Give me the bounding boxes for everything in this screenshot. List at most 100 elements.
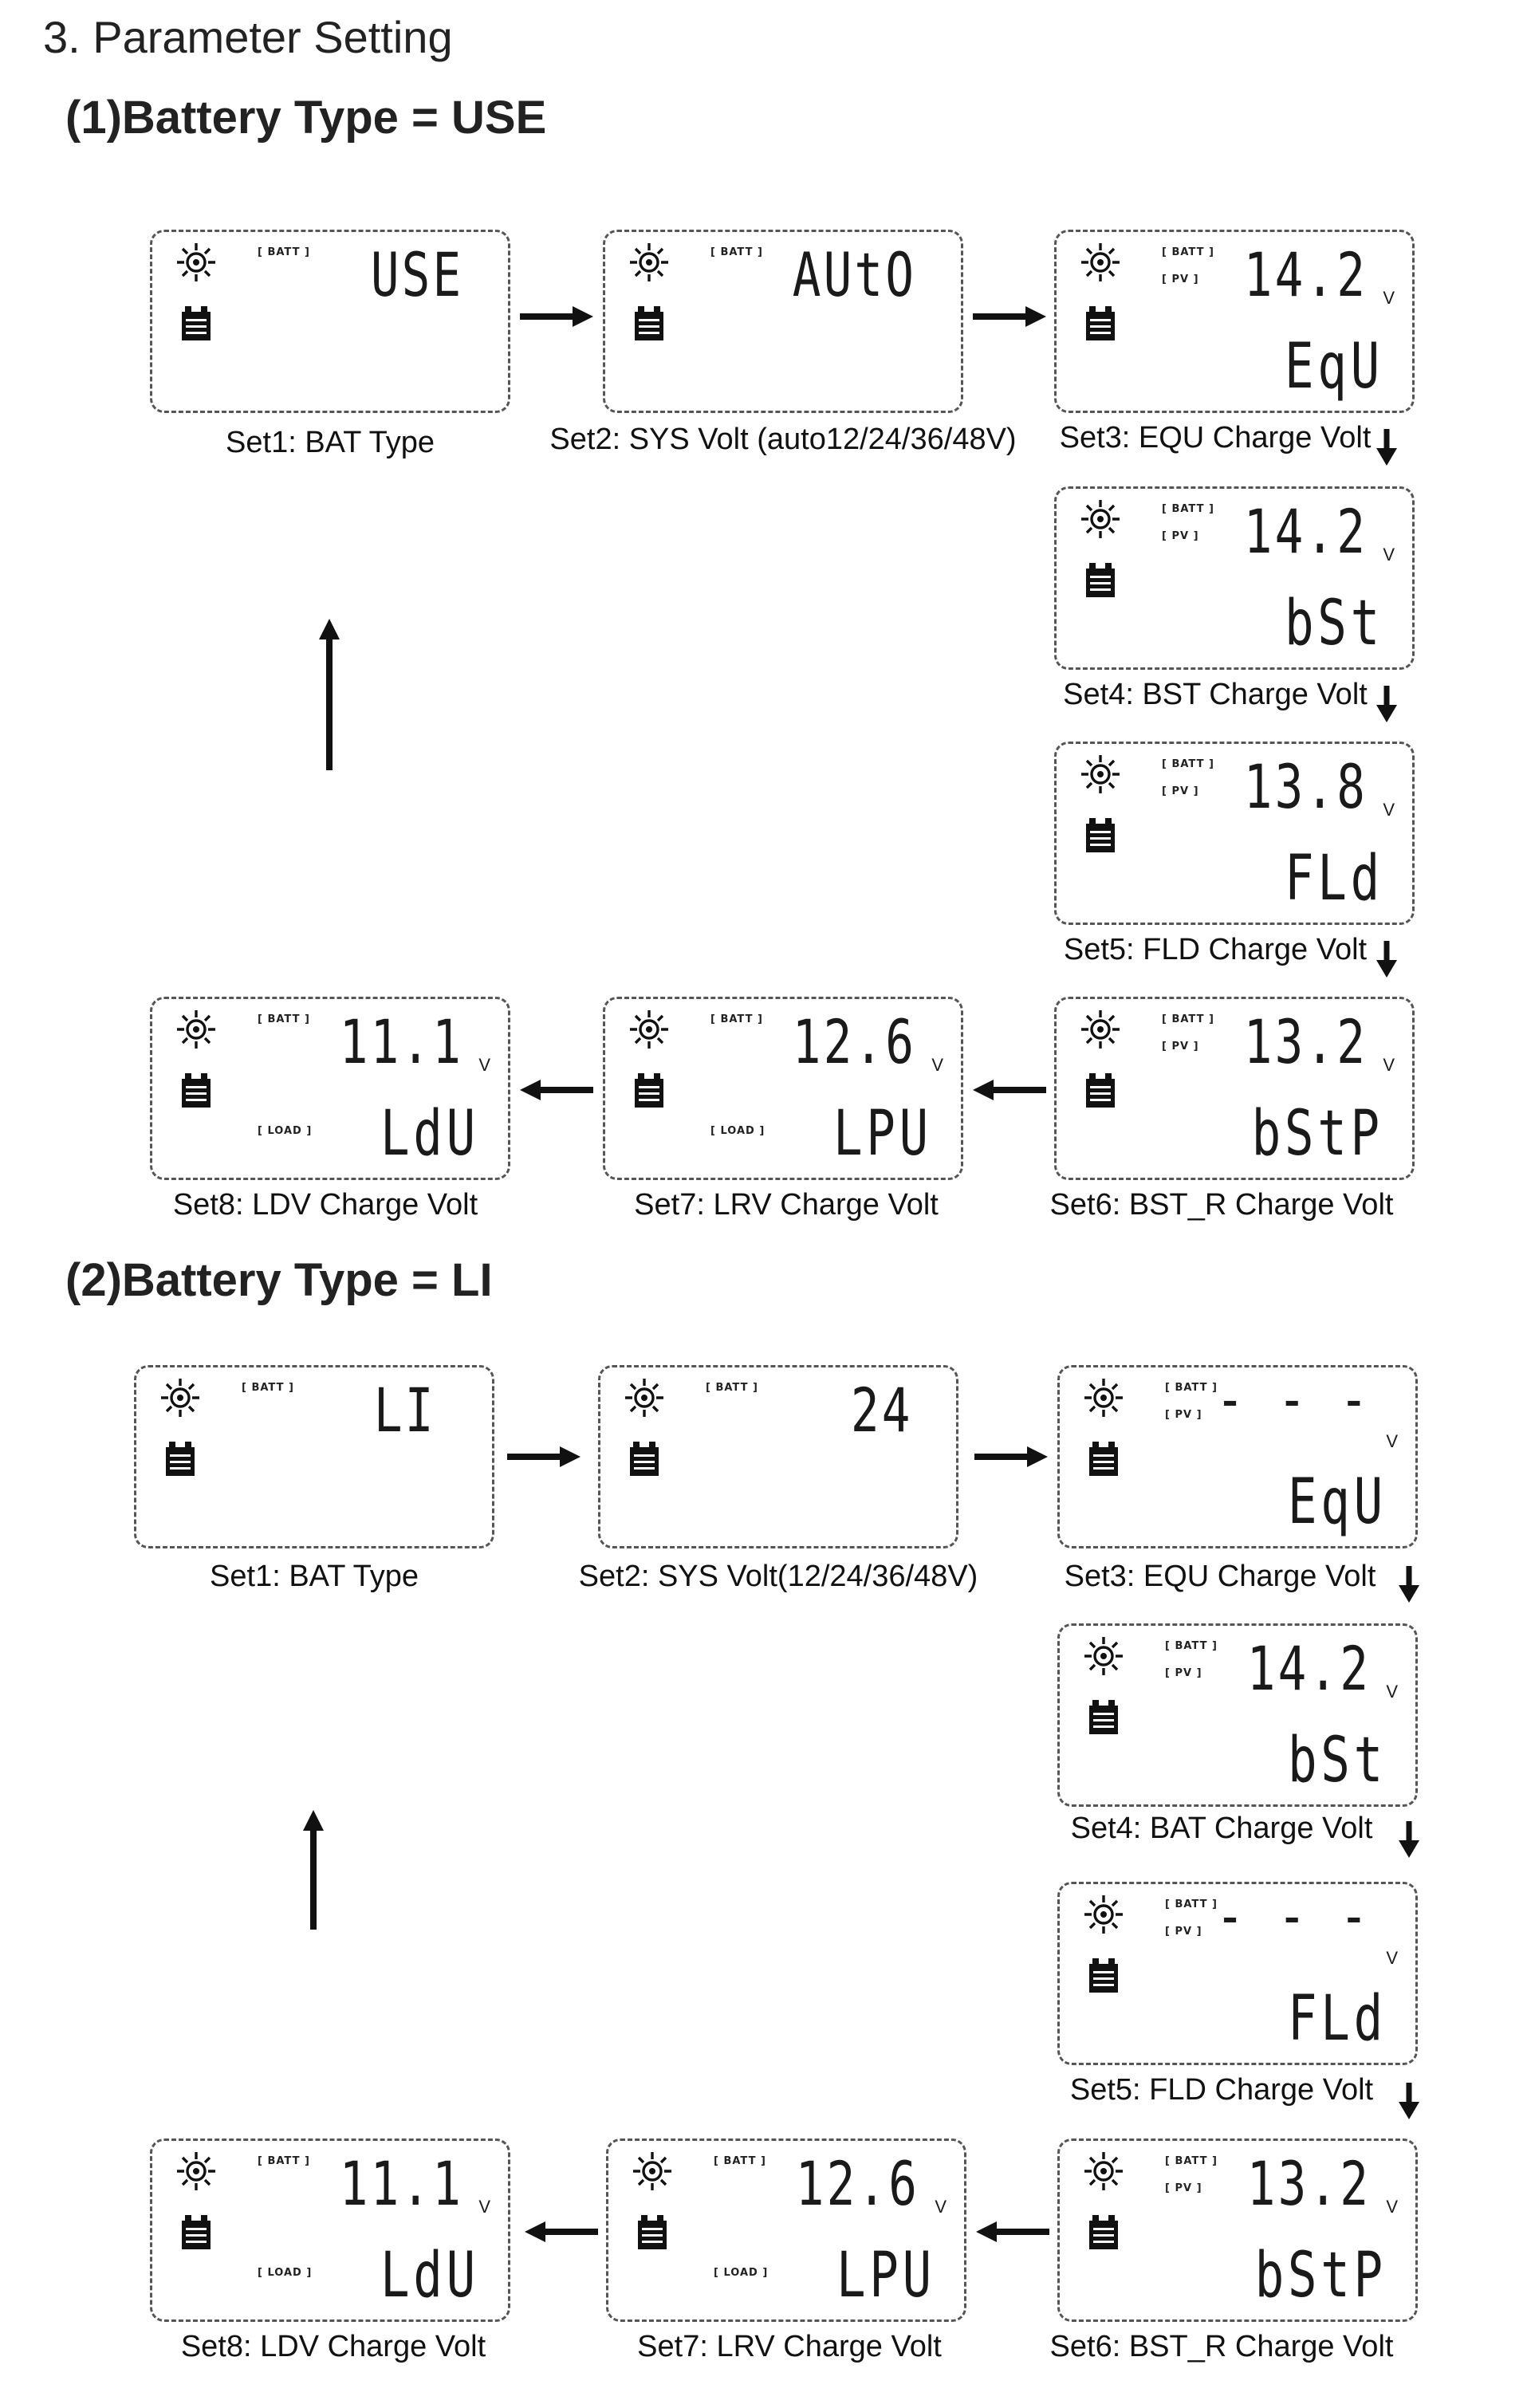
caption-li-set7: Set7: LRV Charge Volt bbox=[637, 2330, 942, 2363]
load-indicator: [ LOAD ] bbox=[710, 1125, 766, 1137]
caption-use-set5: Set5: FLD Charge Volt bbox=[1063, 933, 1368, 966]
lcd-bottom-code: FLd bbox=[1288, 1983, 1387, 2055]
caption-li-set2: Set2: SYS Volt(12/24/36/48V) bbox=[578, 1560, 978, 1593]
lcd-bottom-code: LdU bbox=[380, 2240, 479, 2312]
lcd-top-reading: - - - bbox=[1215, 1363, 1371, 1434]
lcd-top-reading: 11.1 bbox=[339, 2148, 463, 2219]
lcd-panel-li-set6: [ BATT ] [ PV ] 13.2 V bStP bbox=[1057, 2138, 1418, 2322]
caption-use-set1: Set1: BAT Type bbox=[226, 426, 435, 459]
sun-icon bbox=[1084, 1379, 1123, 1417]
battery-icon bbox=[1089, 1958, 1118, 1993]
arrow-down-icon bbox=[1399, 1566, 1419, 1603]
sun-icon bbox=[1084, 2152, 1123, 2190]
batt-indicator: [ BATT ] bbox=[1165, 2155, 1218, 2167]
arrow-up-icon bbox=[303, 1810, 324, 1930]
arrow-right-icon bbox=[974, 1446, 1048, 1467]
sun-icon bbox=[1081, 500, 1120, 538]
lcd-panel-li-set3: [ BATT ] [ PV ] - - - V EqU bbox=[1057, 1365, 1418, 1548]
lcd-bottom-code: EqU bbox=[1288, 1466, 1387, 1538]
arrow-left-icon bbox=[973, 1080, 1046, 1100]
sun-icon bbox=[625, 1379, 663, 1417]
batt-indicator: [ BATT ] bbox=[710, 1013, 763, 1025]
caption-li-set4: Set4: BAT Charge Volt bbox=[1070, 1812, 1373, 1845]
lcd-bottom-code: bSt bbox=[1285, 588, 1383, 659]
sun-icon bbox=[177, 2152, 215, 2190]
volt-unit: V bbox=[1386, 1948, 1398, 1968]
lcd-top-reading: USE bbox=[370, 239, 463, 310]
caption-use-set8: Set8: LDV Charge Volt bbox=[172, 1188, 478, 1222]
battery-icon bbox=[182, 306, 211, 340]
sun-icon bbox=[1081, 755, 1120, 793]
lcd-top-reading: 13.2 bbox=[1246, 2148, 1371, 2219]
arrow-down-icon bbox=[1399, 1821, 1419, 1858]
section-title-use: (1)Battery Type = USE bbox=[65, 92, 547, 144]
pv-indicator: [ PV ] bbox=[1165, 1667, 1202, 1679]
pv-indicator: [ PV ] bbox=[1162, 530, 1199, 542]
lcd-panel-use-set6: [ BATT ] [ PV ] 13.2 V bStP bbox=[1054, 997, 1415, 1180]
lcd-panel-use-set8: [ BATT ] [ LOAD ] 11.1 V LdU bbox=[150, 997, 510, 1180]
load-indicator: [ LOAD ] bbox=[258, 2267, 313, 2279]
batt-indicator: [ BATT ] bbox=[258, 246, 310, 258]
arrow-right-icon bbox=[520, 306, 593, 327]
lcd-panel-li-set8: [ BATT ] [ LOAD ] 11.1 V LdU bbox=[150, 2138, 510, 2322]
battery-icon bbox=[1089, 1700, 1118, 1734]
arrow-left-icon bbox=[520, 1080, 593, 1100]
batt-indicator: [ BATT ] bbox=[1162, 1013, 1214, 1025]
arrow-right-icon bbox=[973, 306, 1046, 327]
battery-icon bbox=[1086, 306, 1115, 340]
batt-indicator: [ BATT ] bbox=[1165, 1640, 1218, 1652]
battery-icon bbox=[638, 2215, 667, 2249]
caption-li-set3: Set3: EQU Charge Volt bbox=[1064, 1560, 1376, 1593]
sun-icon bbox=[630, 1010, 668, 1049]
lcd-panel-li-set4: [ BATT ] [ PV ] 14.2 V bSt bbox=[1057, 1623, 1418, 1807]
arrow-right-icon bbox=[507, 1446, 581, 1467]
section-title-li: (2)Battery Type = LI bbox=[65, 1254, 493, 1306]
sun-icon bbox=[633, 2152, 671, 2190]
lcd-panel-use-set5: [ BATT ] [ PV ] 13.8 V FLd bbox=[1054, 742, 1415, 925]
batt-indicator: [ BATT ] bbox=[706, 1382, 758, 1394]
battery-icon bbox=[635, 306, 663, 340]
arrow-left-icon bbox=[525, 2221, 598, 2242]
batt-indicator: [ BATT ] bbox=[1162, 503, 1214, 515]
lcd-panel-li-set7: [ BATT ] [ LOAD ] 12.6 V LPU bbox=[606, 2138, 966, 2322]
pv-indicator: [ PV ] bbox=[1165, 1409, 1202, 1421]
lcd-top-reading: - - - bbox=[1215, 1880, 1371, 1951]
sun-icon bbox=[1081, 1010, 1120, 1049]
batt-indicator: [ BATT ] bbox=[710, 246, 763, 258]
batt-indicator: [ BATT ] bbox=[1165, 1382, 1218, 1394]
caption-li-set8: Set8: LDV Charge Volt bbox=[180, 2330, 486, 2363]
volt-unit: V bbox=[931, 1055, 943, 1075]
lcd-bottom-code: bSt bbox=[1288, 1725, 1387, 1796]
pv-indicator: [ PV ] bbox=[1165, 1926, 1202, 1938]
battery-icon bbox=[1086, 1073, 1115, 1108]
lcd-top-reading: 14.2 bbox=[1243, 239, 1368, 310]
caption-li-set1: Set1: BAT Type bbox=[210, 1560, 419, 1593]
volt-unit: V bbox=[1386, 1431, 1398, 1451]
sun-icon bbox=[177, 1010, 215, 1049]
arrow-down-icon bbox=[1376, 686, 1397, 722]
battery-icon bbox=[182, 1073, 211, 1108]
pv-indicator: [ PV ] bbox=[1165, 2182, 1202, 2194]
caption-use-set3: Set3: EQU Charge Volt bbox=[1059, 421, 1372, 454]
sun-icon bbox=[177, 243, 215, 281]
batt-indicator: [ BATT ] bbox=[1162, 246, 1214, 258]
lcd-bottom-code: LdU bbox=[380, 1098, 479, 1170]
sun-icon bbox=[161, 1379, 199, 1417]
batt-indicator: [ BATT ] bbox=[242, 1382, 294, 1394]
lcd-top-reading: 13.8 bbox=[1243, 751, 1368, 822]
volt-unit: V bbox=[1383, 288, 1395, 308]
sun-icon bbox=[1084, 1637, 1123, 1675]
arrow-down-icon bbox=[1399, 2083, 1419, 2119]
lcd-top-reading: 13.2 bbox=[1243, 1006, 1368, 1077]
caption-use-set2: Set2: SYS Volt (auto12/24/36/48V) bbox=[549, 423, 1017, 456]
volt-unit: V bbox=[478, 1055, 490, 1075]
load-indicator: [ LOAD ] bbox=[714, 2267, 769, 2279]
lcd-top-reading: 12.6 bbox=[792, 1006, 916, 1077]
battery-icon bbox=[635, 1073, 663, 1108]
lcd-top-reading: 14.2 bbox=[1243, 496, 1368, 567]
arrow-left-icon bbox=[976, 2221, 1049, 2242]
battery-icon bbox=[1086, 818, 1115, 852]
battery-icon bbox=[1089, 2215, 1118, 2249]
lcd-panel-use-set1: [ BATT ] USE bbox=[150, 230, 510, 413]
batt-indicator: [ BATT ] bbox=[1165, 1898, 1218, 1910]
